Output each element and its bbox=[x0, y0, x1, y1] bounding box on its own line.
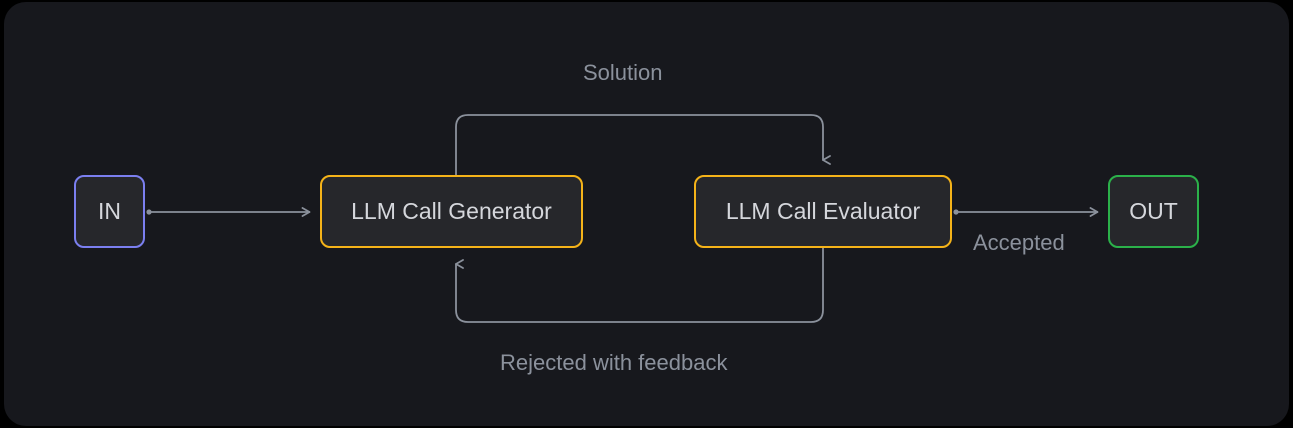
node-llm-call-generator[interactable]: LLM Call Generator bbox=[320, 175, 583, 248]
edge-in-to-generator bbox=[146, 207, 311, 217]
edge-evaluator-to-out bbox=[953, 207, 1099, 217]
node-in[interactable]: IN bbox=[74, 175, 145, 248]
node-generator-label: LLM Call Generator bbox=[351, 198, 552, 224]
edge-label-solution: Solution bbox=[583, 60, 663, 85]
node-out-label: OUT bbox=[1129, 198, 1178, 224]
edge-label-rejected-with-feedback: Rejected with feedback bbox=[500, 350, 728, 375]
node-in-label: IN bbox=[98, 198, 121, 224]
node-llm-call-evaluator[interactable]: LLM Call Evaluator bbox=[694, 175, 952, 248]
node-out[interactable]: OUT bbox=[1108, 175, 1199, 248]
node-evaluator-label: LLM Call Evaluator bbox=[725, 198, 921, 224]
edge-label-accepted: Accepted bbox=[973, 230, 1065, 255]
diagram-panel bbox=[4, 2, 1289, 426]
edge-generator-to-evaluator bbox=[455, 114, 831, 176]
edge-evaluator-to-generator bbox=[455, 247, 824, 323]
